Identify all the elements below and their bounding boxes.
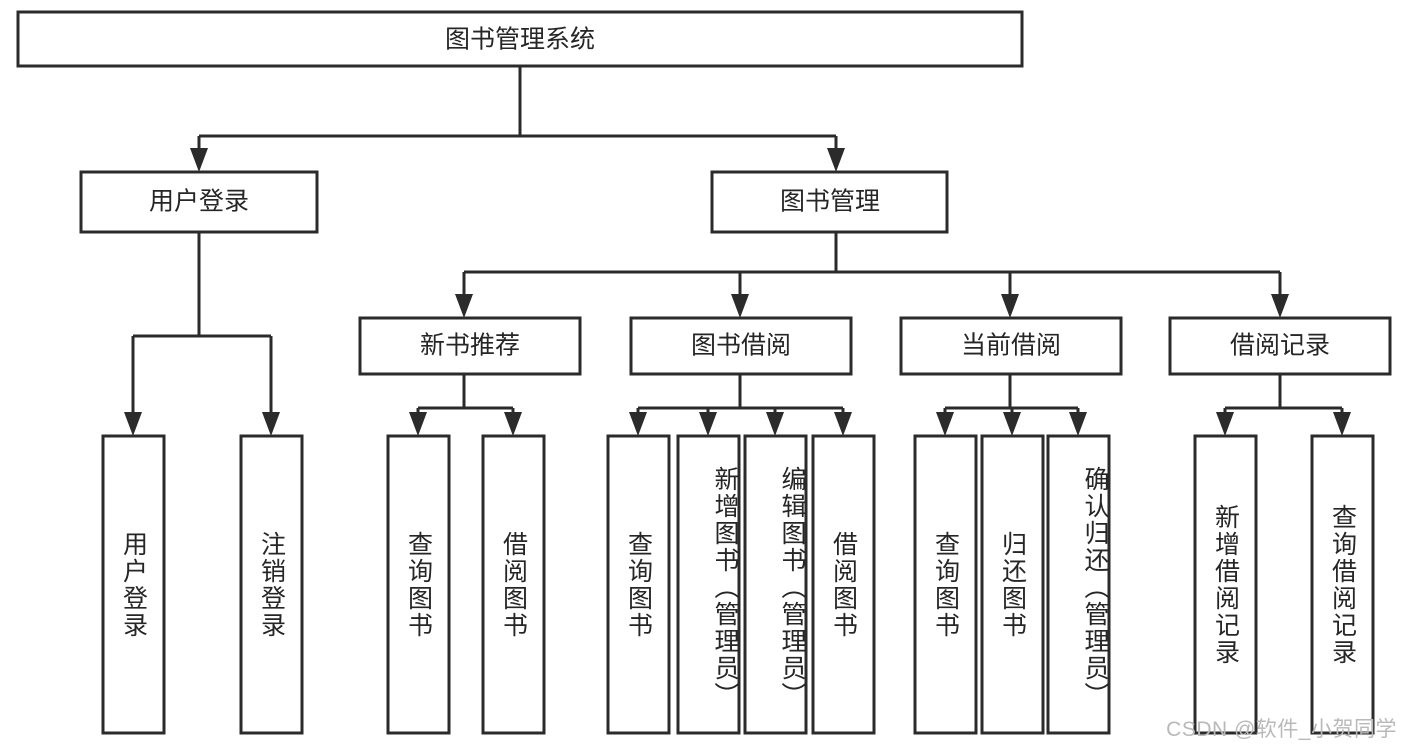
node-user-logout-rect[interactable] [239, 434, 304, 735]
edge-group-current-borrow-children [936, 374, 1087, 436]
node-borrow-record-rect[interactable] [1168, 316, 1392, 376]
node-borrow-record-label: 借阅记录 [1230, 332, 1330, 360]
arrowhead-cb-query-book [936, 412, 954, 436]
node-new-book-rec[interactable]: 新书推荐 [358, 316, 582, 376]
arrowhead-book-manage [827, 148, 845, 172]
arrowhead-user-logout [262, 412, 280, 436]
edge-group-user-login-children [124, 232, 280, 436]
arrowhead-nbr-query-book [409, 412, 427, 436]
arrowhead-borrow-record [1271, 294, 1289, 318]
node-book-borrow-label: 图书借阅 [691, 332, 791, 360]
arrowhead-bb-edit-book [766, 412, 784, 436]
node-book-manage-rect[interactable] [710, 170, 949, 234]
node-bb-edit-book-rect[interactable] [743, 434, 808, 735]
node-cb-confirm-return-rect[interactable] [1046, 434, 1111, 735]
node-br-add-record-rect[interactable] [1193, 434, 1258, 735]
edge-group-borrow-record-children [1216, 374, 1351, 436]
node-cb-return-book-rect[interactable] [980, 434, 1045, 735]
node-borrow-record[interactable]: 借阅记录 [1168, 316, 1392, 376]
node-book-borrow[interactable]: 图书借阅 [629, 316, 853, 376]
node-root-rect[interactable] [16, 10, 1024, 68]
arrowhead-user-login-do [124, 412, 142, 436]
node-bb-query-book-rect[interactable] [606, 434, 671, 735]
node-current-borrow-rect[interactable] [899, 316, 1123, 376]
node-book-manage[interactable]: 图书管理 [710, 170, 949, 234]
node-bb-borrow-book-rect[interactable] [811, 434, 876, 735]
node-bb-add-book-rect[interactable] [676, 434, 741, 735]
arrowhead-book-borrow [731, 294, 749, 318]
node-root-label: 图书管理系统 [445, 26, 595, 54]
node-current-borrow[interactable]: 当前借阅 [899, 316, 1123, 376]
arrowhead-bb-borrow-book [834, 412, 852, 436]
arrowhead-br-query-record [1333, 412, 1351, 436]
arrowhead-cb-return-book [1003, 412, 1021, 436]
node-new-book-rec-rect[interactable] [358, 316, 582, 376]
node-root[interactable]: 图书管理系统 [16, 10, 1024, 68]
node-user-login[interactable]: 用户登录 [79, 170, 319, 234]
node-book-borrow-rect[interactable] [629, 316, 853, 376]
edge-group-new-book-rec-children [409, 374, 522, 436]
arrowhead-cb-confirm-return [1069, 412, 1087, 436]
arrowhead-current-borrow [1001, 294, 1019, 318]
leaf-box-group [101, 434, 1375, 735]
arrowhead-bb-add-book [699, 412, 717, 436]
node-nbr-query-book-rect[interactable] [386, 434, 451, 735]
node-br-query-record-rect[interactable] [1310, 434, 1375, 735]
arrowhead-bb-query-book [629, 412, 647, 436]
node-user-login-do-rect[interactable] [101, 434, 166, 735]
edge-group-book-manage-children [455, 232, 1289, 318]
node-new-book-rec-label: 新书推荐 [420, 332, 520, 360]
arrowhead-br-add-record [1216, 412, 1234, 436]
node-current-borrow-label: 当前借阅 [961, 332, 1061, 360]
node-user-login-label: 用户登录 [149, 188, 249, 216]
arrowhead-new-book-rec [455, 294, 473, 318]
node-book-manage-label: 图书管理 [780, 188, 880, 216]
csdn-watermark: CSDN @软件_小贺同学 [1166, 718, 1397, 741]
arrowhead-user-login [190, 148, 208, 172]
edge-group-root-to-level2 [190, 66, 845, 172]
node-nbr-borrow-book-rect[interactable] [481, 434, 546, 735]
arrowhead-nbr-borrow-book [504, 412, 522, 436]
node-cb-query-book-rect[interactable] [913, 434, 978, 735]
node-user-login-rect[interactable] [79, 170, 319, 234]
edge-group-book-borrow-children [629, 374, 852, 436]
